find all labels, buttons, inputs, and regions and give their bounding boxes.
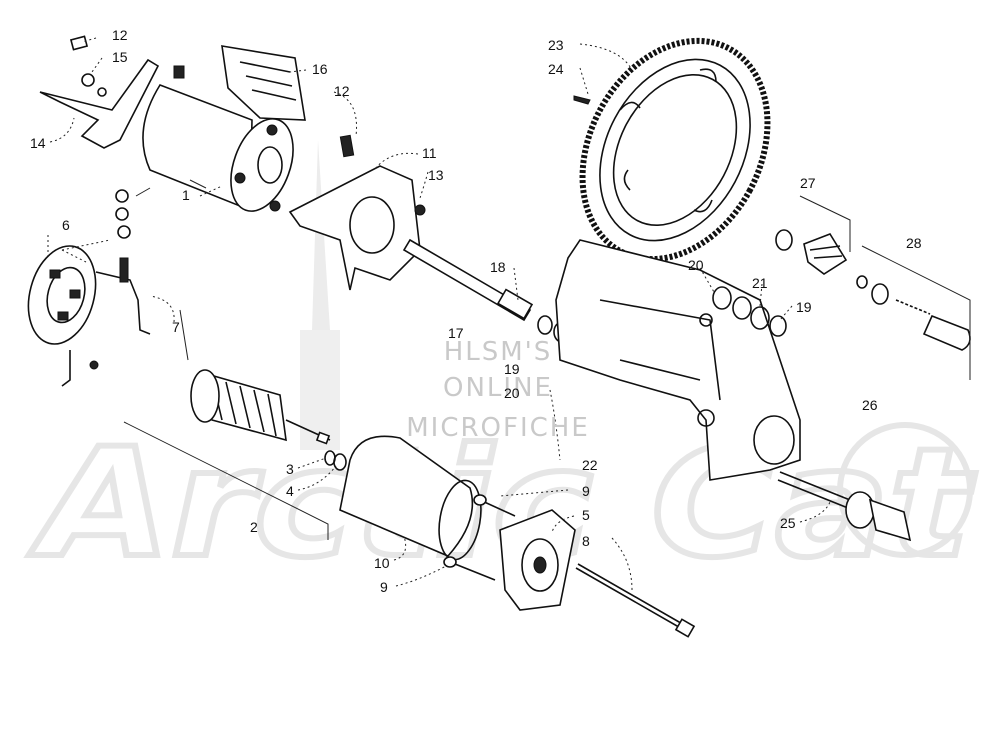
callout-5: 5 xyxy=(582,507,590,523)
callout-19: 19 xyxy=(504,361,520,377)
leader-lines xyxy=(47,37,971,591)
callout-18: 18 xyxy=(490,259,506,275)
callout-20: 20 xyxy=(504,385,520,401)
callout-19: 19 xyxy=(796,299,812,315)
through-bolt xyxy=(575,563,696,638)
callout-24: 24 xyxy=(548,61,564,77)
washers-right xyxy=(712,286,787,337)
drive-shaft xyxy=(402,238,571,343)
callout-13: 13 xyxy=(428,167,444,183)
watermark-line2: ONLINE xyxy=(443,373,553,403)
armature xyxy=(190,369,331,445)
callout-25: 25 xyxy=(780,515,796,531)
yoke-housing xyxy=(339,435,482,561)
pinion-shaft xyxy=(777,471,912,542)
callout-2: 2 xyxy=(250,519,258,535)
callout-11: 11 xyxy=(422,145,437,161)
callout-8: 8 xyxy=(582,533,590,549)
watermark-text: HLSM'S ONLINE MICROFICHE xyxy=(406,337,590,443)
starter-bracket xyxy=(39,35,160,149)
callout-12: 12 xyxy=(112,27,128,43)
callout-7: 7 xyxy=(172,319,180,335)
callout-9: 9 xyxy=(582,483,590,499)
callout-17: 17 xyxy=(448,325,464,341)
washers-3-4 xyxy=(324,450,347,471)
callout-21: 21 xyxy=(752,275,768,291)
watermark-line3: MICROFICHE xyxy=(406,413,590,443)
callout-6: 6 xyxy=(62,217,70,233)
end-cover xyxy=(499,509,576,611)
callout-16: 16 xyxy=(312,61,328,77)
callout-3: 3 xyxy=(286,461,294,477)
starter-motor xyxy=(142,65,294,212)
callout-4: 4 xyxy=(286,483,294,499)
brush-holder xyxy=(27,189,151,387)
callout-1: 1 xyxy=(182,187,190,203)
callout-14: 14 xyxy=(30,135,46,151)
callout-15: 15 xyxy=(112,49,128,65)
starter-housing xyxy=(555,239,801,481)
callout-9: 9 xyxy=(380,579,388,595)
callout-20: 20 xyxy=(688,257,704,273)
screws-9 xyxy=(443,494,516,581)
mounting-plate xyxy=(288,134,426,291)
callout-28: 28 xyxy=(906,235,922,251)
callout-10: 10 xyxy=(374,555,390,571)
callout-12: 12 xyxy=(334,83,350,99)
starter-drive-gear xyxy=(775,229,971,351)
callout-23: 23 xyxy=(548,37,564,53)
callout-26: 26 xyxy=(862,397,878,413)
starter-cover xyxy=(221,45,306,121)
callout-labels: 12 15 14 16 12 11 13 1 6 7 23 24 27 28 2… xyxy=(30,27,922,595)
callout-27: 27 xyxy=(800,175,816,191)
callout-22: 22 xyxy=(582,457,598,473)
watermark-line1: HLSM'S xyxy=(444,337,553,367)
